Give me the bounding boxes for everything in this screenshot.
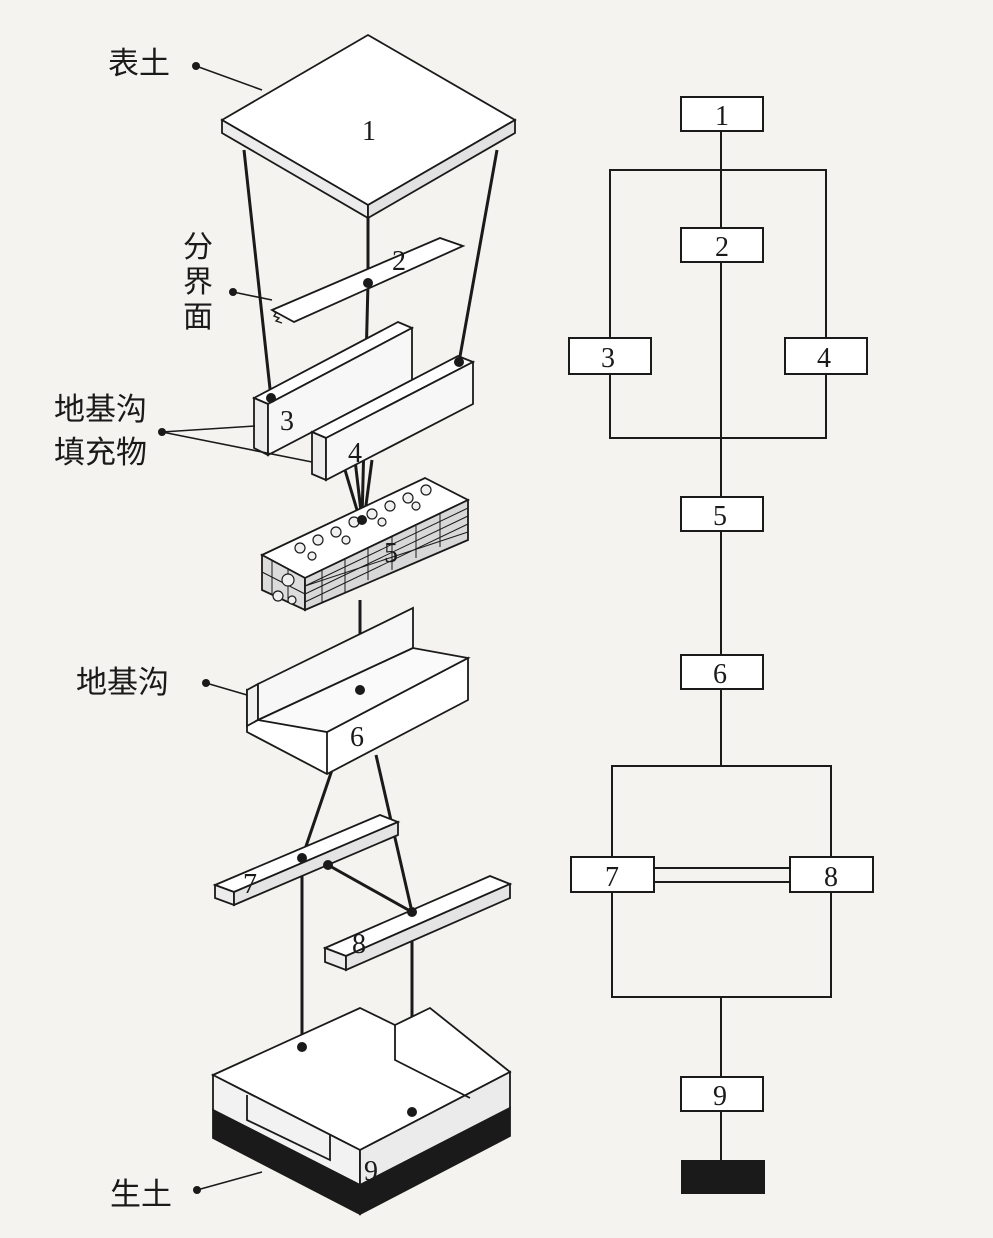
label-interface-1: 分 [183, 230, 213, 265]
matrix-numbers: 1 2 3 4 5 6 7 8 9 [601, 101, 838, 1112]
matrix-number-5: 5 [713, 501, 727, 532]
label-leaders [161, 65, 313, 1191]
matrix-terminal-block [681, 1160, 765, 1194]
matrix-number-1: 1 [715, 101, 729, 132]
matrix-box-6 [680, 654, 764, 690]
unit-8-slab [322, 875, 513, 972]
matrix-box-8 [789, 856, 874, 893]
matrix-box-2 [680, 227, 764, 263]
unit-7-slab [212, 814, 401, 907]
unit-number-4: 4 [348, 438, 362, 469]
exploded-block-diagram [158, 33, 517, 1216]
label-interface-3: 面 [183, 300, 213, 335]
unit-3-fill-block [251, 321, 415, 457]
unit-number-2: 2 [392, 246, 406, 277]
matrix-number-6: 6 [713, 659, 727, 690]
left-unit-numbers: 1 2 3 4 5 6 7 8 9 [243, 116, 406, 1187]
matrix-box-4 [784, 337, 868, 375]
unit-1-topsoil-slab [220, 33, 517, 220]
unit-number-8: 8 [352, 929, 366, 960]
label-trench: 地基沟 [76, 665, 169, 701]
label-natural-soil: 生土 [110, 1177, 172, 1213]
left-labels: 表土 分 界 面 地基沟 填充物 地基沟 生土 [54, 46, 213, 1213]
unit-number-3: 3 [280, 406, 294, 437]
matrix-number-7: 7 [605, 862, 619, 893]
matrix-box-7 [570, 856, 655, 893]
label-fill-line1: 地基沟 [54, 392, 147, 428]
matrix-box-5 [680, 496, 764, 532]
matrix-number-9: 9 [713, 1081, 727, 1112]
unit-9-natural-soil-block [210, 1006, 512, 1216]
unit-number-1: 1 [362, 116, 376, 147]
matrix-number-4: 4 [817, 343, 831, 374]
label-interface-2: 界 [183, 265, 213, 300]
unit-number-9: 9 [364, 1156, 378, 1187]
matrix-number-8: 8 [824, 862, 838, 893]
label-topsoil: 表土 [108, 46, 170, 82]
matrix-boxes [568, 96, 874, 1112]
unit-number-5: 5 [384, 538, 398, 569]
harris-matrix [568, 96, 874, 1194]
matrix-connectors [609, 131, 832, 1160]
unit-number-7: 7 [243, 869, 257, 900]
matrix-box-9 [680, 1076, 764, 1112]
matrix-number-3: 3 [601, 343, 615, 374]
leader-dots [158, 62, 464, 1194]
unit-number-6: 6 [350, 722, 364, 753]
matrix-number-2: 2 [715, 232, 729, 263]
unit-5-brick-wall [259, 476, 471, 612]
label-fill-line2: 填充物 [54, 435, 147, 471]
matrix-box-3 [568, 337, 652, 375]
matrix-box-1 [680, 96, 764, 132]
unit-4-fill-block [309, 355, 476, 482]
